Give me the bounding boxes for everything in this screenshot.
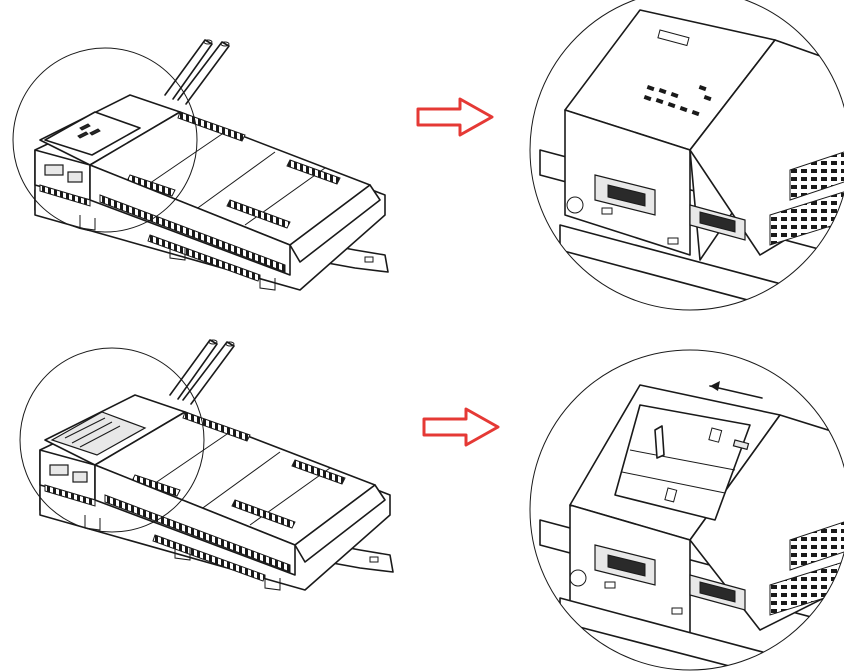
step-2-overview bbox=[19, 339, 394, 591]
step-2-detail bbox=[529, 349, 844, 671]
step-1-arrow bbox=[416, 97, 494, 137]
step-1-detail bbox=[529, 0, 844, 311]
step-1-overview bbox=[12, 39, 389, 291]
step-2-arrow bbox=[422, 407, 500, 447]
